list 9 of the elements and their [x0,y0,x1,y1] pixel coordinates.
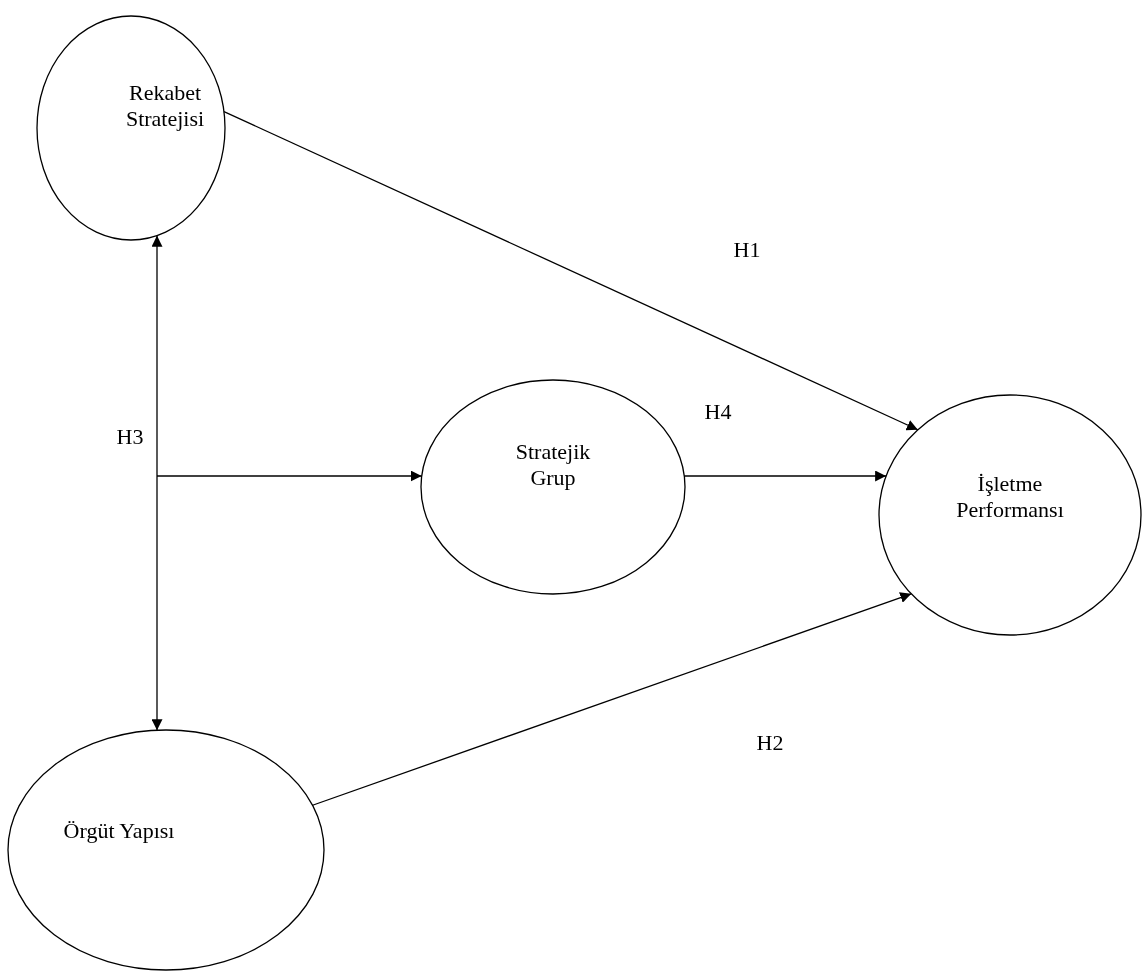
node-label: İşletme Performansı [955,471,1065,523]
arrow [683,470,887,482]
arrow [311,592,912,806]
arrow [223,110,919,431]
node-label: Rekabet Stratejisi [124,80,206,132]
node-label: Stratejik Grup [514,439,592,491]
node-label: Örgüt Yapısı [62,818,176,844]
arrow [156,470,423,482]
arrow [151,235,163,731]
